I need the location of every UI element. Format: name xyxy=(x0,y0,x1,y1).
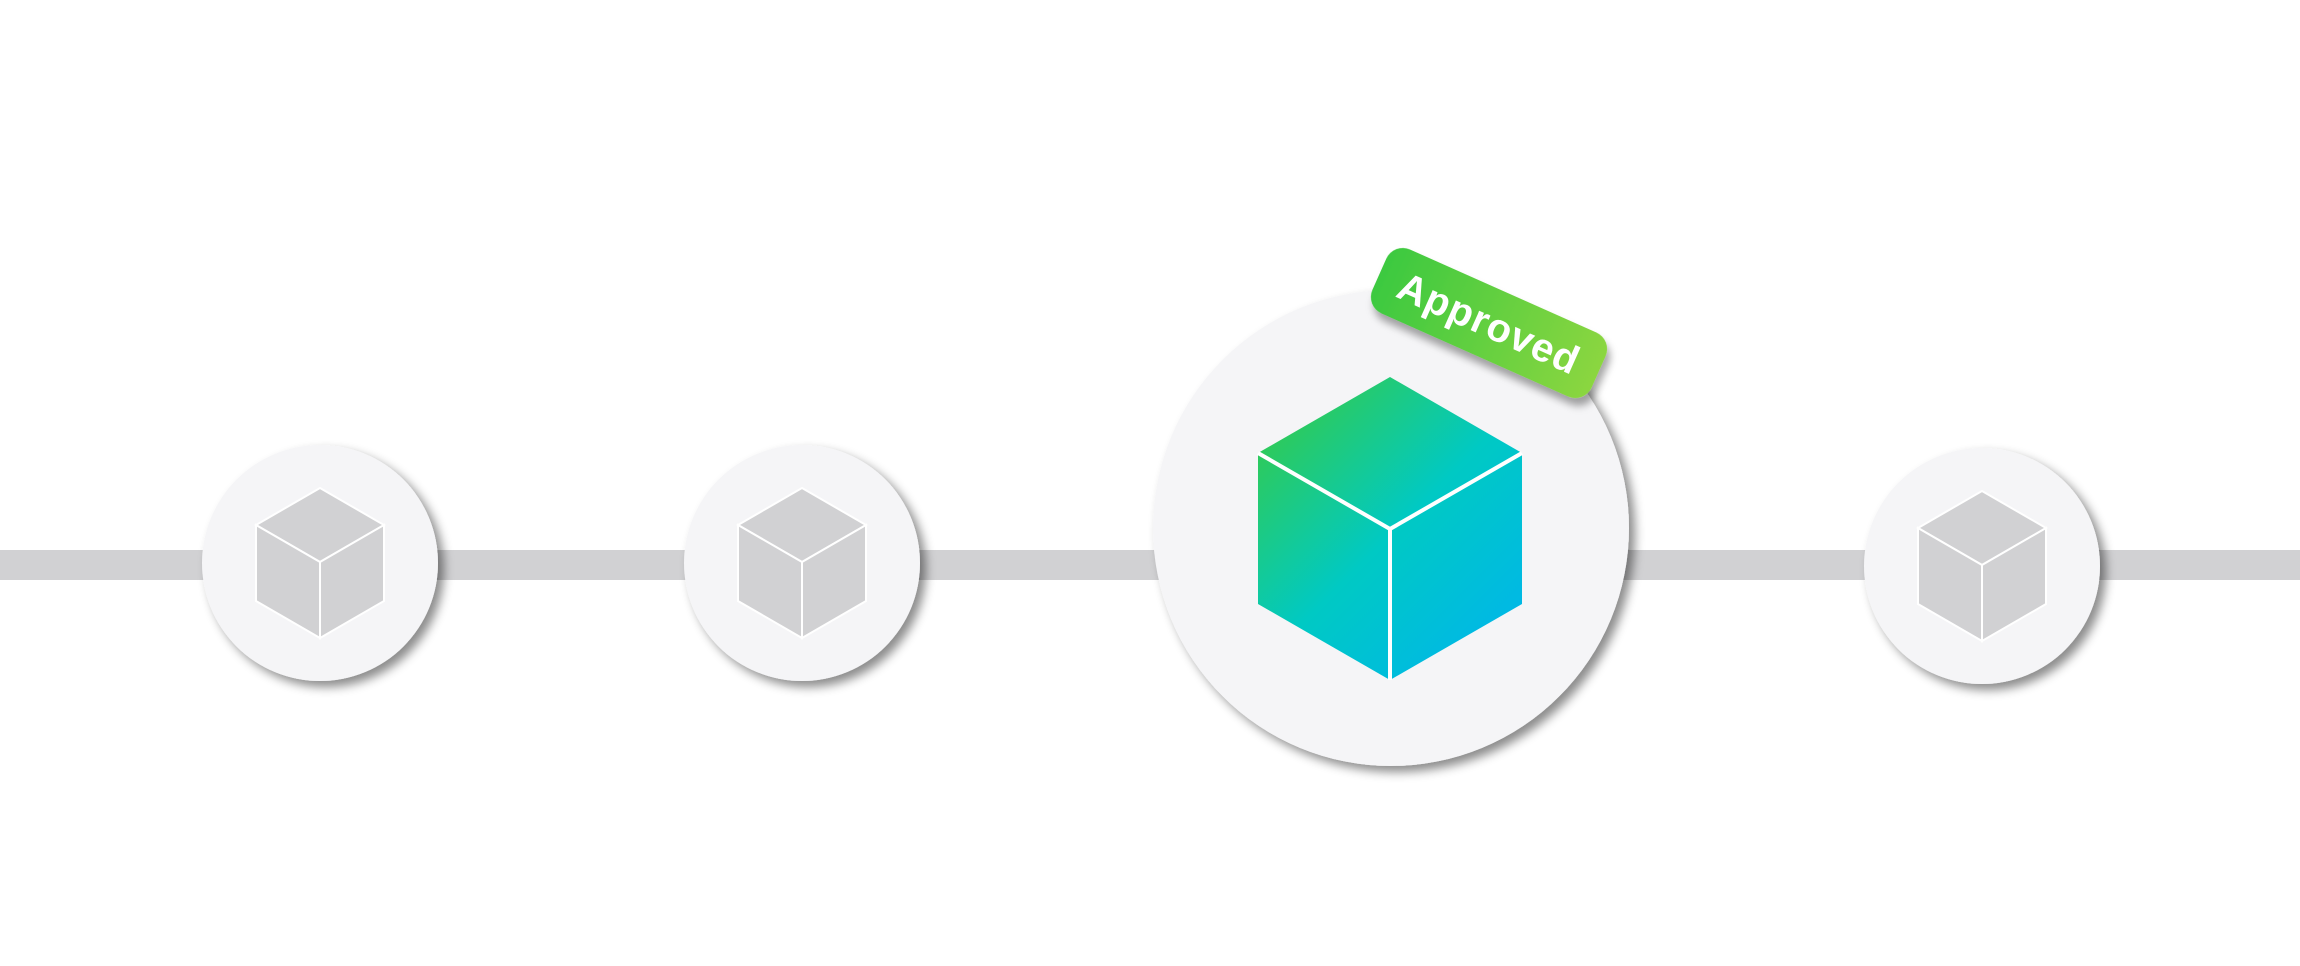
cube-icon xyxy=(1257,377,1523,680)
step-node-2 xyxy=(684,445,920,681)
cube-icon xyxy=(1916,489,2048,643)
step-node-4 xyxy=(1864,448,2100,684)
cube-icon xyxy=(736,486,868,640)
step-node-1 xyxy=(202,445,438,681)
step-node-3-approved xyxy=(1153,290,1629,766)
cube-icon xyxy=(254,486,386,640)
approved-badge-background xyxy=(1370,247,1608,399)
